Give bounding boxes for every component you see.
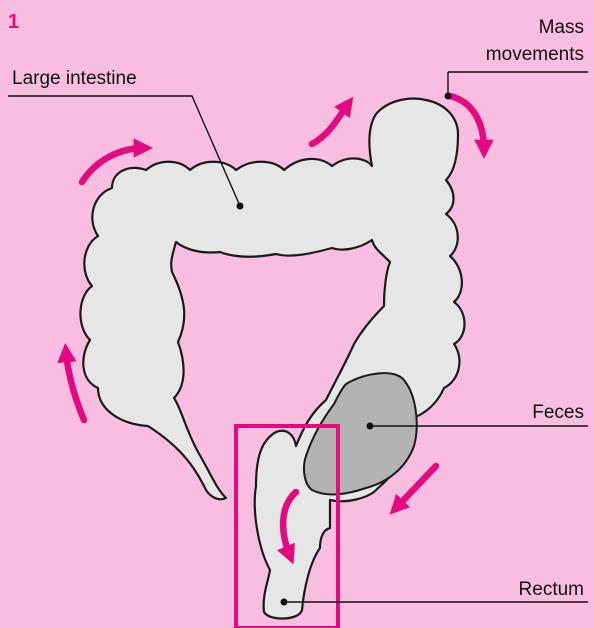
arrow-top-middle: [312, 104, 348, 144]
dot-rectum: [281, 599, 288, 606]
large-intestine-shape: [80, 99, 464, 619]
arrow-left-side: [66, 352, 84, 420]
feces-shape: [304, 373, 417, 494]
label-movements: movements: [486, 44, 584, 65]
label-rectum: Rectum: [519, 579, 584, 600]
dot-large-intestine: [237, 203, 244, 210]
figure-number: 1: [8, 11, 19, 33]
dot-feces: [367, 423, 374, 430]
label-feces: Feces: [532, 402, 584, 423]
label-mass: Mass: [539, 17, 584, 38]
label-large-intestine: Large intestine: [12, 68, 137, 89]
dot-mass-movements: [445, 93, 452, 100]
arrow-feces-direction: [396, 466, 436, 508]
